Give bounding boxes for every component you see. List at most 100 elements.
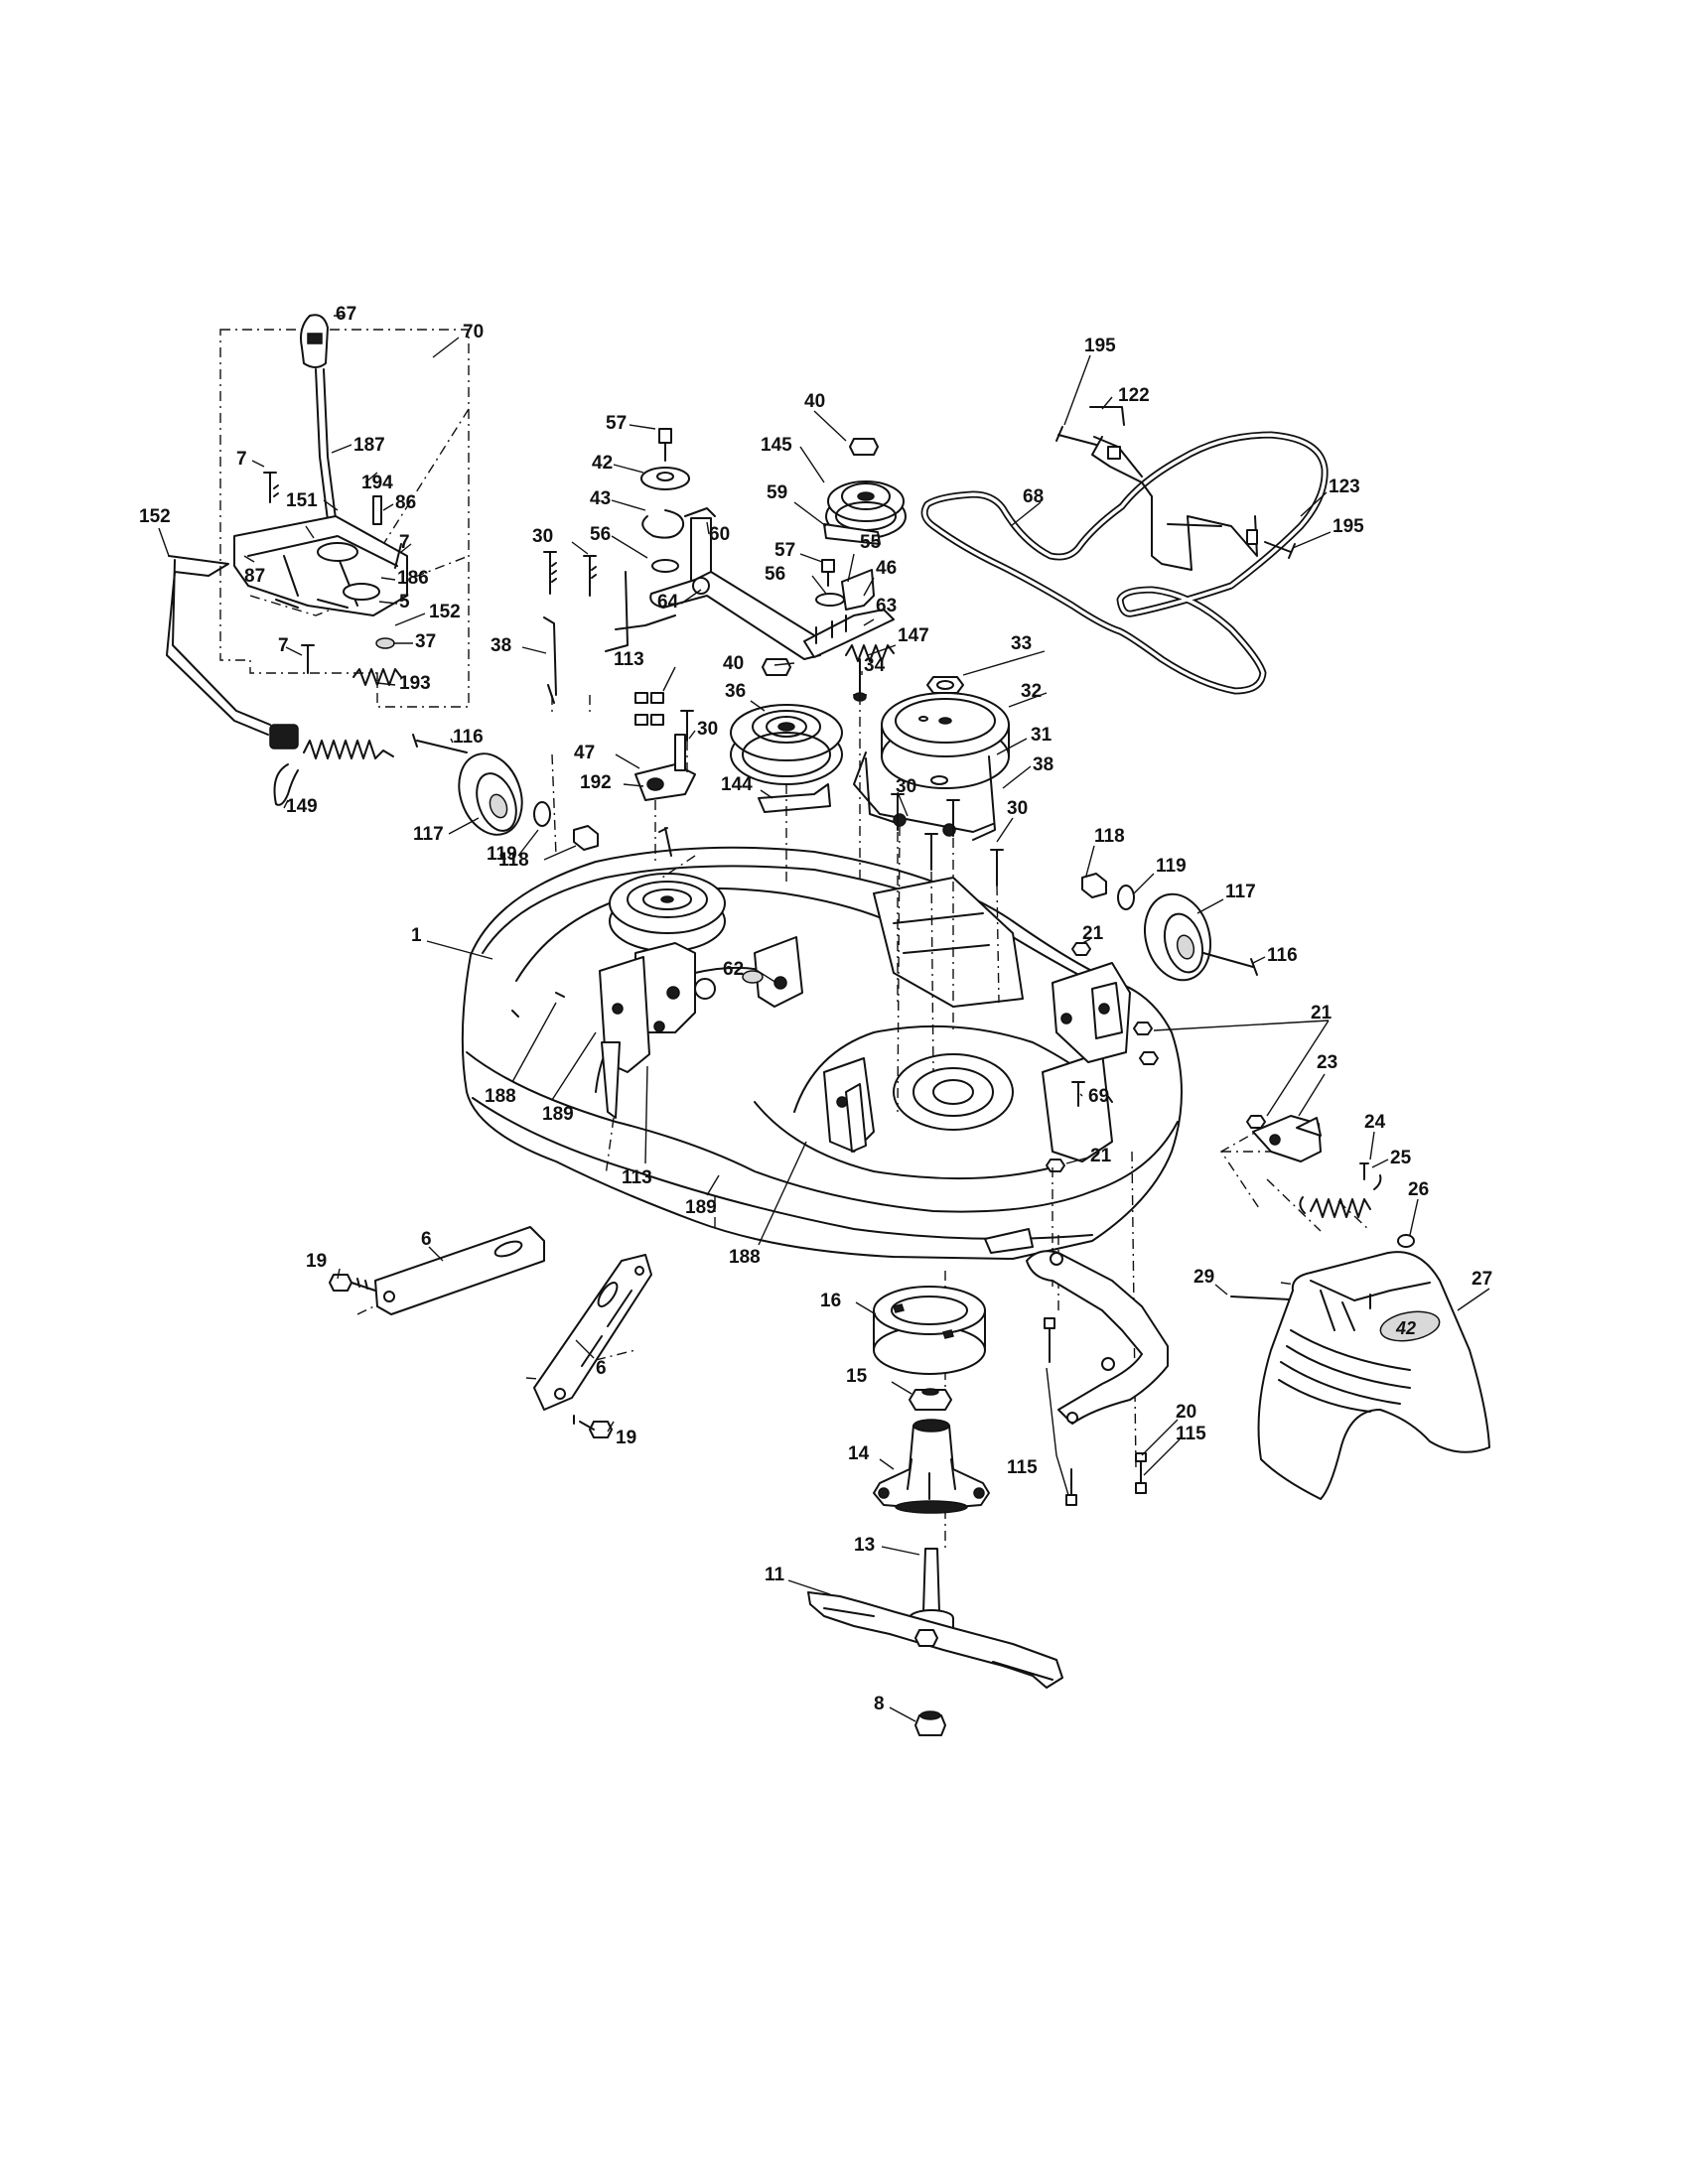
callout-118: 118 [498, 850, 529, 871]
callout-144: 144 [721, 774, 753, 795]
lift-lever-assembly [166, 314, 470, 806]
callout-194: 194 [361, 473, 393, 493]
callout-30: 30 [532, 526, 553, 547]
callout-122: 122 [1118, 385, 1150, 406]
callout-40: 40 [723, 653, 744, 674]
callout-56: 56 [765, 564, 785, 585]
leader-lines [158, 315, 1490, 1722]
callout-5: 5 [399, 592, 410, 613]
callout-113: 113 [622, 1167, 652, 1188]
gauge-wheels [412, 734, 1258, 982]
callout-192: 192 [580, 772, 612, 793]
callout-27: 27 [1472, 1269, 1492, 1290]
callout-1: 1 [411, 925, 422, 946]
callout-21: 21 [1082, 923, 1104, 944]
callout-68: 68 [1023, 486, 1044, 507]
callout-147: 147 [898, 625, 929, 646]
callout-67: 67 [336, 304, 356, 325]
callout-115: 115 [1176, 1424, 1206, 1444]
callout-6: 6 [596, 1358, 607, 1379]
callout-42: 42 [592, 453, 613, 474]
deflector-hardware: 42 [1026, 1115, 1490, 1506]
callout-115: 115 [1007, 1457, 1038, 1478]
callout-30: 30 [896, 776, 916, 797]
callout-16: 16 [820, 1291, 841, 1311]
callout-11: 11 [765, 1565, 785, 1585]
callout-70: 70 [463, 322, 484, 342]
callout-152: 152 [429, 602, 461, 622]
callout-87: 87 [244, 566, 265, 587]
callout-151: 151 [286, 490, 318, 511]
callout-59: 59 [767, 482, 787, 503]
chute-marking-text: 42 [1395, 1318, 1416, 1338]
callout-119: 119 [487, 844, 517, 865]
callout-152: 152 [139, 506, 171, 527]
callout-46: 46 [876, 558, 897, 579]
callout-117: 117 [1225, 882, 1256, 902]
callout-19: 19 [616, 1428, 636, 1448]
callout-57: 57 [774, 540, 795, 561]
callout-7: 7 [399, 532, 410, 553]
callout-60: 60 [709, 524, 730, 545]
callout-188: 188 [729, 1247, 761, 1268]
callout-195: 195 [1084, 336, 1116, 356]
callout-123: 123 [1329, 477, 1360, 497]
callout-55: 55 [860, 532, 882, 553]
callout-labels: 67 70 187 7 194 151 86 7 87 186 5 152 15… [139, 304, 1492, 1714]
deck-belt [920, 406, 1329, 695]
callout-117: 117 [413, 824, 444, 845]
callout-195: 195 [1333, 516, 1364, 537]
callout-14: 14 [848, 1443, 870, 1464]
mandrel-pulley-right [853, 676, 1010, 887]
callout-33: 33 [1011, 633, 1032, 654]
callout-119: 119 [1156, 856, 1187, 877]
idler-arm-left [543, 428, 821, 801]
callout-86: 86 [395, 492, 416, 513]
callout-40: 40 [804, 391, 825, 412]
callout-63: 63 [876, 596, 897, 616]
callout-15: 15 [846, 1366, 868, 1387]
spindle-assembly [807, 1286, 1063, 1736]
callout-43: 43 [590, 488, 611, 509]
callout-30: 30 [1007, 798, 1028, 819]
callout-188: 188 [485, 1086, 516, 1107]
callout-7: 7 [236, 449, 247, 470]
callout-26: 26 [1408, 1179, 1429, 1200]
callout-47: 47 [574, 743, 595, 763]
callout-118: 118 [1094, 826, 1125, 847]
callout-193: 193 [399, 673, 431, 694]
callout-19: 19 [306, 1251, 327, 1272]
callout-62: 62 [723, 959, 744, 980]
callout-8: 8 [874, 1694, 885, 1714]
callout-24: 24 [1364, 1112, 1386, 1133]
callout-20: 20 [1176, 1402, 1196, 1423]
callout-56: 56 [590, 524, 611, 545]
callout-25: 25 [1390, 1148, 1412, 1168]
callout-186: 186 [397, 568, 429, 589]
callout-145: 145 [761, 435, 792, 456]
callout-21: 21 [1311, 1003, 1333, 1024]
callout-187: 187 [353, 435, 385, 456]
callout-13: 13 [854, 1535, 875, 1556]
callout-116: 116 [1267, 945, 1298, 966]
callout-189: 189 [685, 1197, 717, 1218]
callout-69: 69 [1088, 1086, 1109, 1107]
callout-32: 32 [1021, 681, 1042, 702]
callout-57: 57 [606, 413, 627, 434]
callout-37: 37 [415, 631, 436, 652]
callout-21: 21 [1090, 1146, 1112, 1166]
callout-116: 116 [453, 727, 484, 748]
callout-113: 113 [614, 649, 644, 670]
baffles [329, 1226, 652, 1438]
callout-38: 38 [1033, 754, 1053, 775]
chute-42-emblem: 42 [1379, 1310, 1441, 1342]
mower-deck [461, 827, 1183, 1260]
callout-31: 31 [1031, 725, 1052, 746]
callout-38: 38 [491, 635, 511, 656]
callout-64: 64 [657, 592, 679, 613]
callout-30: 30 [697, 719, 718, 740]
callout-23: 23 [1317, 1052, 1337, 1073]
callout-36: 36 [725, 681, 746, 702]
callout-189: 189 [542, 1104, 574, 1125]
